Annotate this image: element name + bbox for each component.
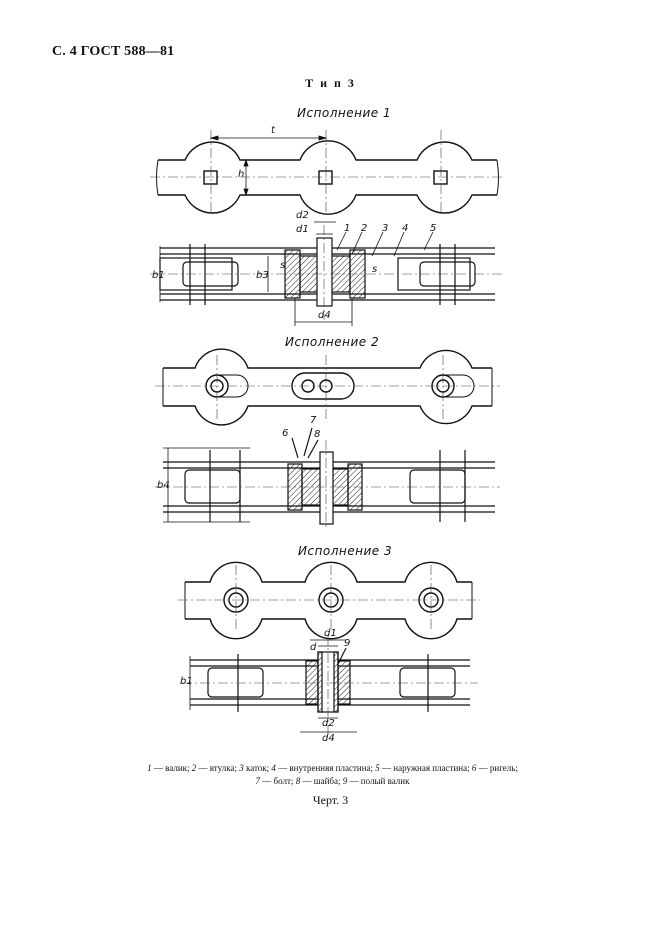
legend-num-6: 6 <box>471 763 477 773</box>
dim-d1-label-v3: d1 <box>324 628 337 639</box>
legend-num-3: 3 <box>239 763 244 773</box>
dim-s-label-2: s <box>372 264 377 275</box>
callout-2: 2 <box>361 223 367 234</box>
page-header: С. 4 ГОСТ 588—81 <box>52 44 175 59</box>
v2-section-centerlines <box>155 440 500 530</box>
dim-b3-label: b3 <box>256 270 269 281</box>
dim-b1-label-v1: b1 <box>152 270 165 281</box>
legend-num-7: 7 <box>255 776 261 786</box>
v2-elevation <box>162 348 493 426</box>
dim-t-label: t <box>271 125 276 136</box>
v3-dims <box>189 639 357 733</box>
dim-d2-label-v3: d2 <box>322 718 335 729</box>
legend-num-9: 9 <box>342 776 348 786</box>
callout-7: 7 <box>310 415 317 426</box>
dim-d4-label-v3: d4 <box>322 733 335 744</box>
legend-num-2: 2 <box>191 763 197 773</box>
legend-num-8: 8 <box>295 776 301 786</box>
v2-dims <box>163 447 250 523</box>
legend-text-1: — валик; <box>151 763 192 773</box>
v1-dim-t <box>209 135 328 141</box>
dim-b1-label-v3: b1 <box>180 676 193 687</box>
v1-elevation <box>156 140 499 215</box>
callout-1: 1 <box>344 223 350 234</box>
variant-3-title: Исполнение 3 <box>298 544 393 558</box>
variant-2-title: Исполнение 2 <box>285 335 380 349</box>
legend-text-7: — болт; <box>260 776 296 786</box>
type-title: Т и п 3 <box>305 76 356 90</box>
dim-s-label-1: s <box>280 260 285 271</box>
v1-centerlines <box>150 130 505 215</box>
v1-section-centerlines <box>150 225 505 320</box>
legend-num-5: 5 <box>375 763 380 773</box>
dim-b4-label: b4 <box>157 480 170 491</box>
legend-text-9: — полый валик <box>347 776 410 786</box>
v3-section-centerlines <box>182 635 478 735</box>
dim-d4-label-v1: d4 <box>318 310 331 321</box>
callout-8: 8 <box>314 429 320 440</box>
v1-section <box>159 237 495 307</box>
v1-dims <box>159 221 434 326</box>
v1-dim-h <box>243 158 249 197</box>
legend-num-4: 4 <box>271 763 276 773</box>
dim-h-label: h <box>238 169 244 180</box>
dim-d-label: d <box>310 642 317 653</box>
v3-centerlines <box>178 565 480 632</box>
figure-caption: Черт. 3 <box>312 793 349 807</box>
v2-section <box>163 427 495 525</box>
callout-4: 4 <box>402 223 408 234</box>
legend-text-4: — внутренняя пластина; <box>275 763 376 773</box>
legend-text-8: — шайба; <box>300 776 343 786</box>
v3-section <box>190 647 470 713</box>
legend: 1 — валик; 2 — втулка; 3 каток; 4 — внут… <box>60 762 605 788</box>
legend-text-2: — втулка; <box>196 763 240 773</box>
legend-text-6: — ригель; <box>476 763 518 773</box>
v2-centerlines <box>155 355 500 420</box>
legend-num-1: 1 <box>147 763 152 773</box>
dim-d1-label-v1: d1 <box>296 224 309 235</box>
callout-9: 9 <box>344 638 350 649</box>
callout-3: 3 <box>382 223 388 234</box>
variant-1-title: Исполнение 1 <box>297 106 392 120</box>
callout-5: 5 <box>430 223 436 234</box>
callout-6: 6 <box>282 428 288 439</box>
dim-d2-label-v1: d2 <box>296 210 309 221</box>
legend-text-5: — наружная пластина; <box>379 763 472 773</box>
legend-text-3: каток; <box>243 763 272 773</box>
